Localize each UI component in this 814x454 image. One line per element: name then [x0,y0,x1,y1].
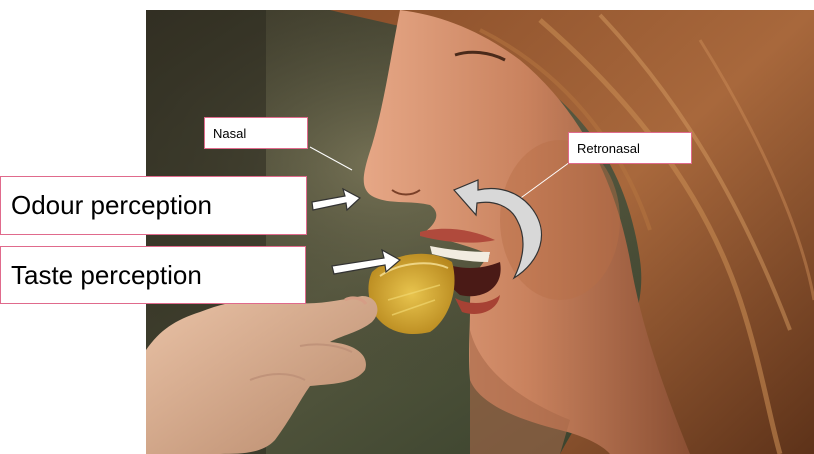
odour-perception-label: Odour perception [0,176,307,235]
taste-perception-label: Taste perception [0,246,306,304]
nasal-label: Nasal [204,117,308,149]
retronasal-label: Retronasal [568,132,692,164]
